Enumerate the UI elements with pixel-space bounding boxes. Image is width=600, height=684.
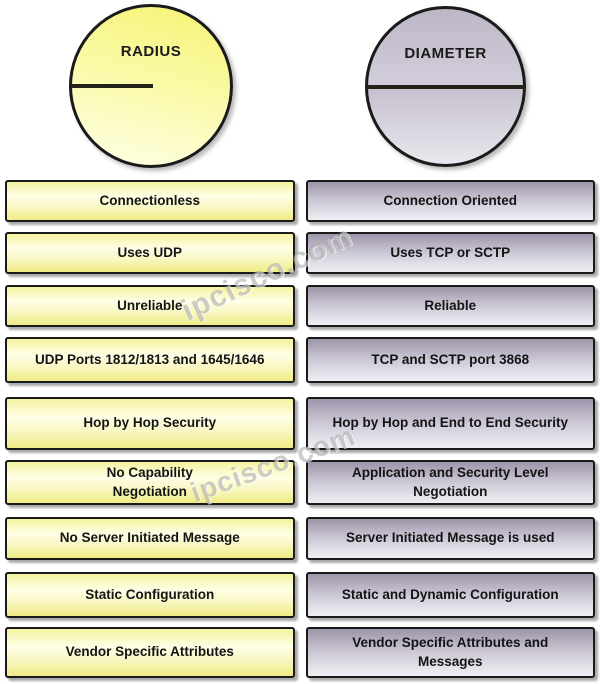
diameter-feature-box: Vendor Specific Attributes and Messages	[305, 627, 595, 678]
diameter-feature-text: Uses TCP or SCTP	[390, 244, 511, 260]
radius-feature-text: Uses UDP	[117, 244, 183, 260]
diameter-title: DIAMETER	[404, 45, 487, 62]
radius-feature-box: UDP Ports 1812/1813 and 1645/1646	[5, 337, 295, 383]
diameter-line-icon	[366, 84, 525, 89]
comparison-row: Connectionless Connection Oriented	[5, 180, 595, 222]
radius-feature-text: Vendor Specific Attributes	[65, 644, 234, 660]
radius-feature-box: No Capability Negotiation	[5, 460, 295, 505]
radius-feature-text: No Capability Negotiation	[106, 465, 193, 499]
radius-line-icon	[71, 84, 154, 88]
diameter-feature-box: Hop by Hop and End to End Security	[305, 397, 595, 450]
comparison-row: Unreliable Reliable	[5, 285, 595, 327]
radius-feature-box: Hop by Hop Security	[5, 397, 295, 450]
comparison-row: No Capability Negotiation Application an…	[5, 460, 595, 505]
radius-feature-text: Connectionless	[99, 192, 201, 208]
comparison-row: Vendor Specific Attributes Vendor Specif…	[5, 627, 595, 678]
radius-feature-text: UDP Ports 1812/1813 and 1645/1646	[35, 351, 265, 367]
radius-feature-box: Unreliable	[5, 285, 295, 327]
radius-feature-text: Hop by Hop Security	[83, 415, 217, 431]
radius-title: RADIUS	[120, 43, 182, 60]
diameter-feature-box: Server Initiated Message is used	[305, 517, 595, 560]
radius-feature-text: Static Configuration	[85, 586, 215, 602]
radius-feature-text: No Server Initiated Message	[59, 530, 240, 546]
radius-feature-box: Connectionless	[5, 180, 295, 222]
diameter-feature-box: Uses TCP or SCTP	[305, 232, 595, 274]
diameter-feature-box: Reliable	[305, 285, 595, 327]
diameter-feature-text: Reliable	[424, 297, 477, 313]
radius-feature-box: Vendor Specific Attributes	[5, 627, 295, 678]
radius-feature-box: No Server Initiated Message	[5, 517, 295, 560]
diameter-circle: DIAMETER	[365, 6, 526, 167]
diameter-feature-text: TCP and SCTP port 3868	[371, 351, 530, 367]
radius-feature-box: Uses UDP	[5, 232, 295, 274]
comparison-row: Static Configuration Static and Dynamic …	[5, 572, 595, 618]
diameter-feature-text: Server Initiated Message is used	[345, 530, 555, 546]
diameter-feature-text: Static and Dynamic Configuration	[341, 586, 559, 602]
diameter-feature-box: Application and Security Level Negotiati…	[305, 460, 595, 505]
diameter-feature-text: Vendor Specific Attributes and Messages	[352, 635, 549, 669]
radius-circle: RADIUS	[69, 4, 233, 168]
radius-feature-text: Unreliable	[117, 297, 183, 313]
radius-feature-box: Static Configuration	[5, 572, 295, 618]
comparison-rows: Connectionless Connection Oriented Uses …	[5, 180, 595, 678]
comparison-row: UDP Ports 1812/1813 and 1645/1646 TCP an…	[5, 337, 595, 383]
comparison-row: Hop by Hop Security Hop by Hop and End t…	[5, 397, 595, 450]
comparison-row: Uses UDP Uses TCP or SCTP	[5, 232, 595, 274]
diameter-feature-text: Hop by Hop and End to End Security	[332, 415, 568, 431]
comparison-row: No Server Initiated Message Server Initi…	[5, 517, 595, 560]
diameter-feature-box: Static and Dynamic Configuration	[305, 572, 595, 618]
diameter-feature-text: Application and Security Level Negotiati…	[351, 465, 549, 499]
diameter-feature-text: Connection Oriented	[383, 192, 517, 208]
diameter-feature-box: TCP and SCTP port 3868	[305, 337, 595, 383]
diameter-feature-box: Connection Oriented	[305, 180, 595, 222]
